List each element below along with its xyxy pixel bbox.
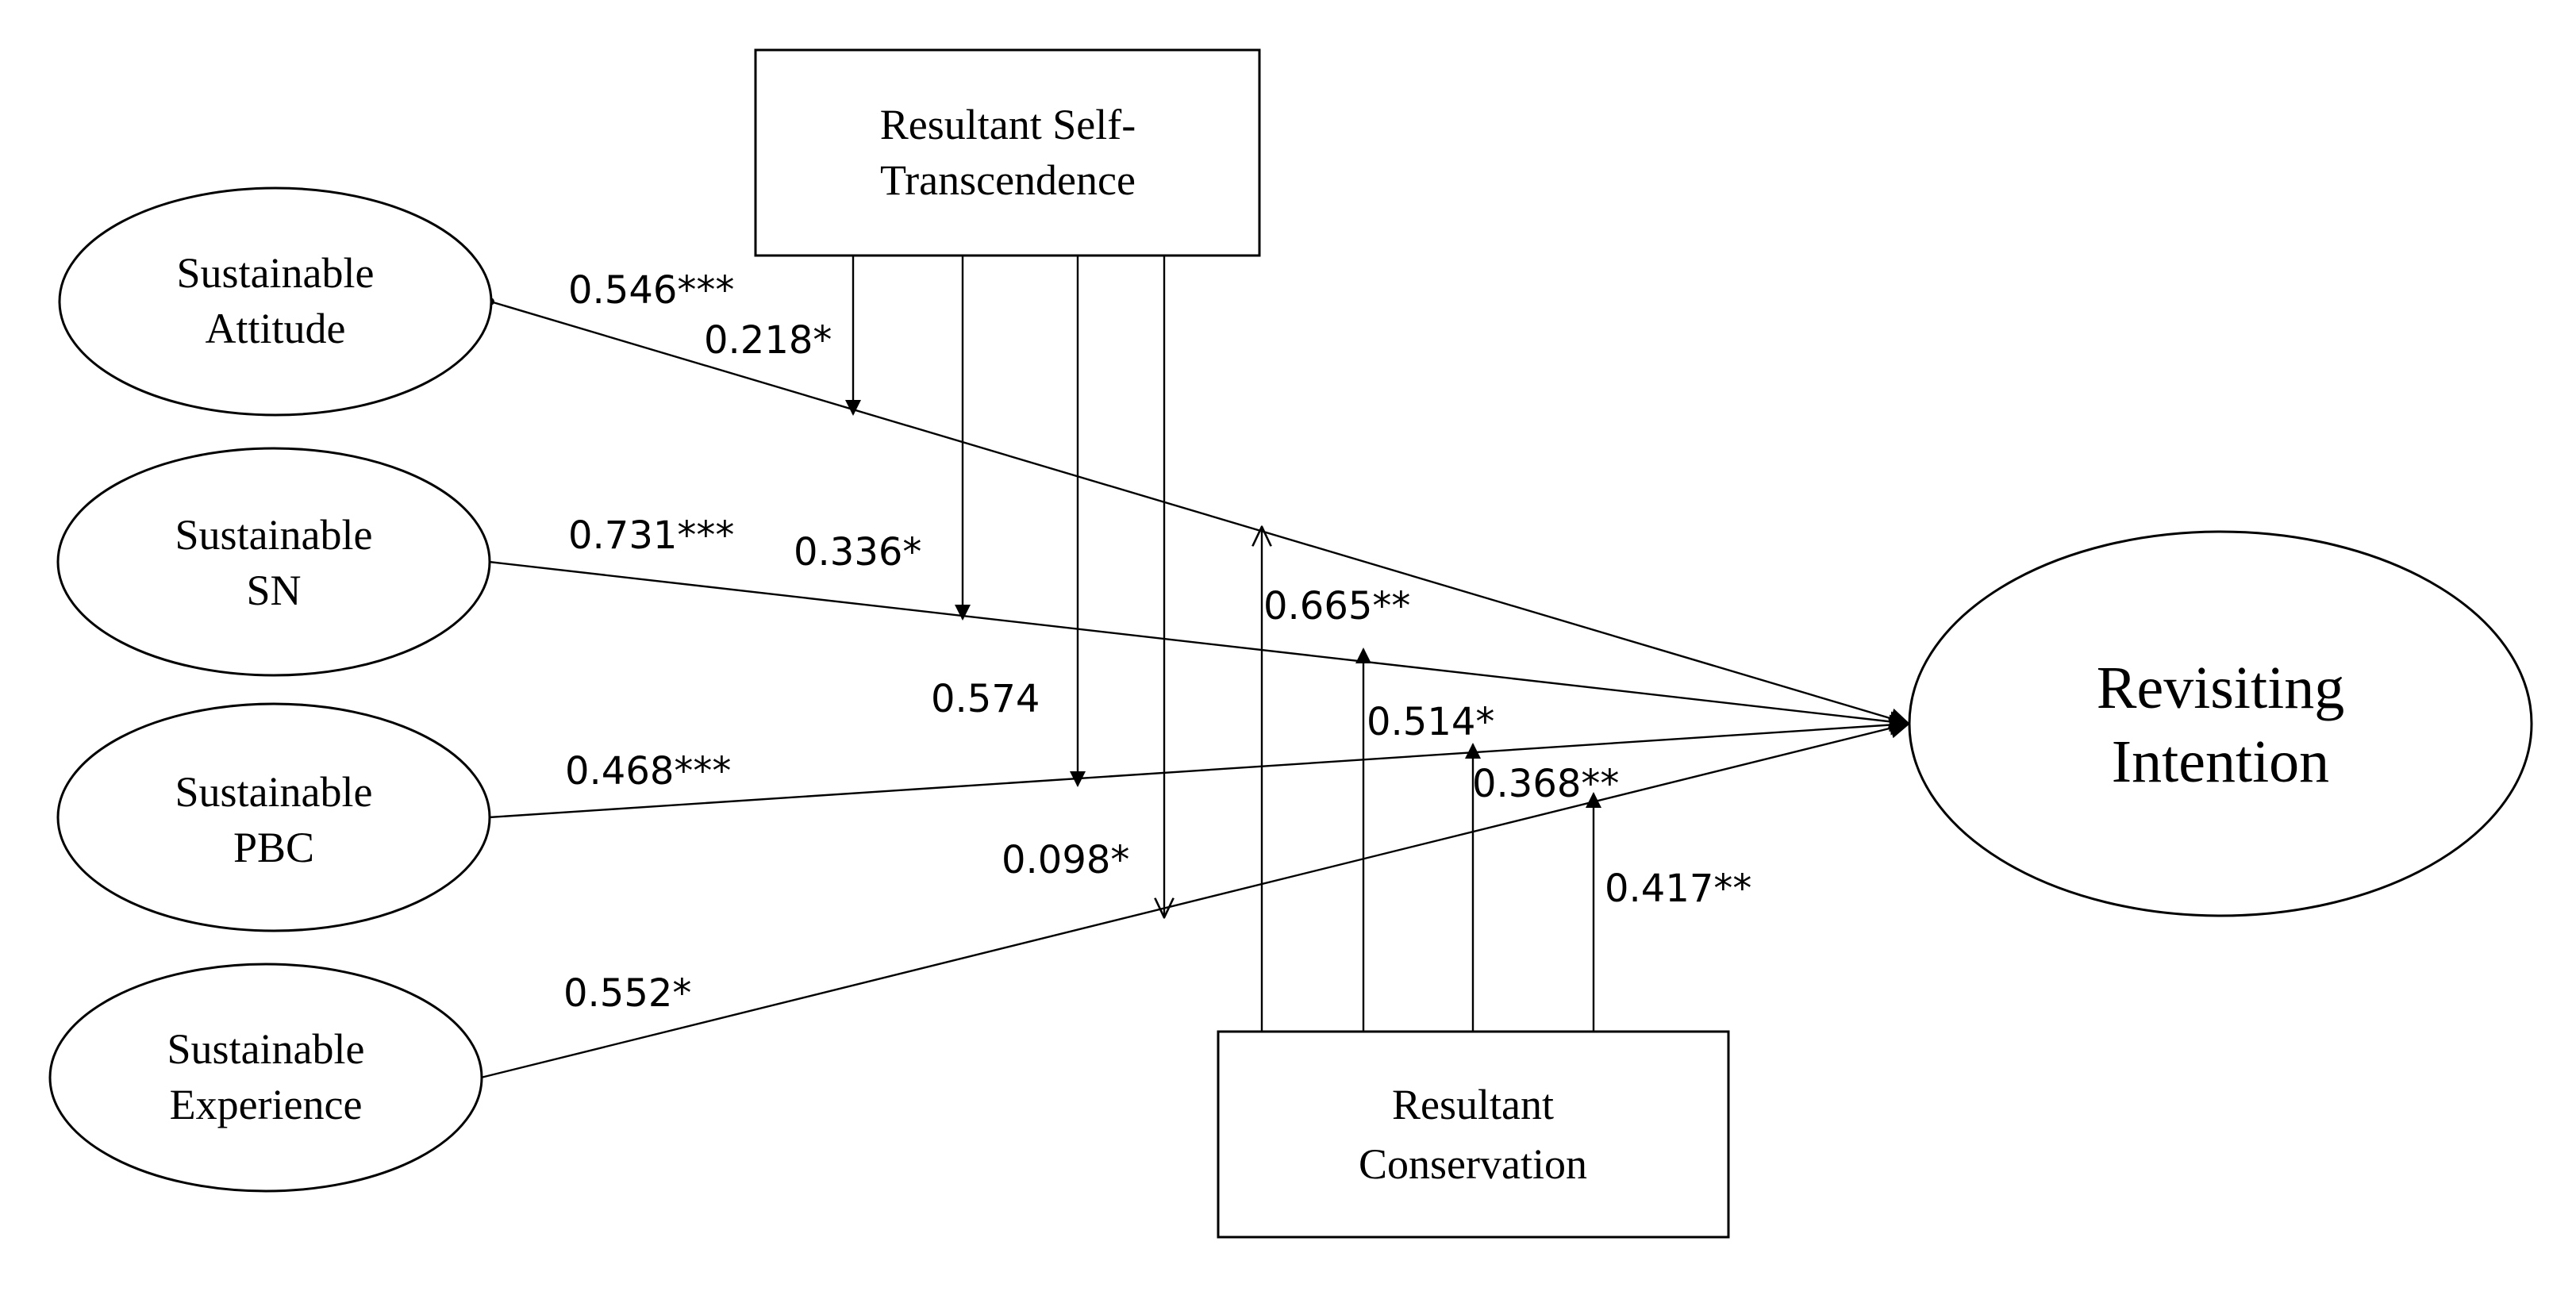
node-label-line: Transcendence [880,156,1136,204]
node-label-line: Attitude [206,305,346,352]
coef-attitude: 0.546*** [568,268,734,313]
node-label-line: Resultant Self- [880,101,1136,148]
coef-experience: 0.552* [563,971,691,1016]
coef-c-sn: 0.514* [1367,700,1494,744]
coef-st-pbc: 0.574 [931,677,1040,721]
path-pbc-to-revisiting [488,714,1911,819]
node-label-line: SN [246,567,301,614]
node-label-line: Sustainable [167,1025,365,1073]
node-revisiting-intention: Revisiting Intention [1908,530,2533,917]
coef-st-experience: 0.098* [1002,838,1129,882]
node-label-line: Resultant [1392,1081,1554,1128]
node-label-line: Conservation [1359,1140,1587,1188]
coef-c-experience: 0.417** [1605,867,1751,911]
node-label-line: Sustainable [177,249,375,297]
coef-st-sn: 0.336* [794,530,921,575]
coef-c-pbc: 0.368** [1472,762,1619,806]
coef-st-attitude: 0.218* [704,318,832,363]
coef-pbc: 0.468*** [565,749,731,794]
path-sn-to-revisiting [488,560,1911,732]
node-label-line: Sustainable [175,768,373,816]
node-label-line: Sustainable [175,511,373,559]
node-resultant-conservation: Resultant Conservation [1217,1030,1730,1239]
node-label-line: PBC [233,824,314,871]
node-sustainable-sn: Sustainable SN [56,447,491,677]
path-experience-to-revisiting [480,718,1911,1079]
node-label-line: Revisiting [2097,655,2344,721]
coef-c-attitude: 0.665** [1263,584,1410,628]
node-sustainable-attitude: Sustainable Attitude [58,186,493,417]
coef-sn: 0.731*** [568,513,734,558]
path-attitude-to-revisiting [490,300,1911,728]
node-label-line: Experience [170,1081,363,1128]
node-sustainable-experience: Sustainable Experience [48,963,483,1193]
node-label-line: Intention [2112,728,2329,795]
node-resultant-self-transcendence: Resultant Self- Transcendence [754,48,1261,257]
node-sustainable-pbc: Sustainable PBC [56,702,491,932]
